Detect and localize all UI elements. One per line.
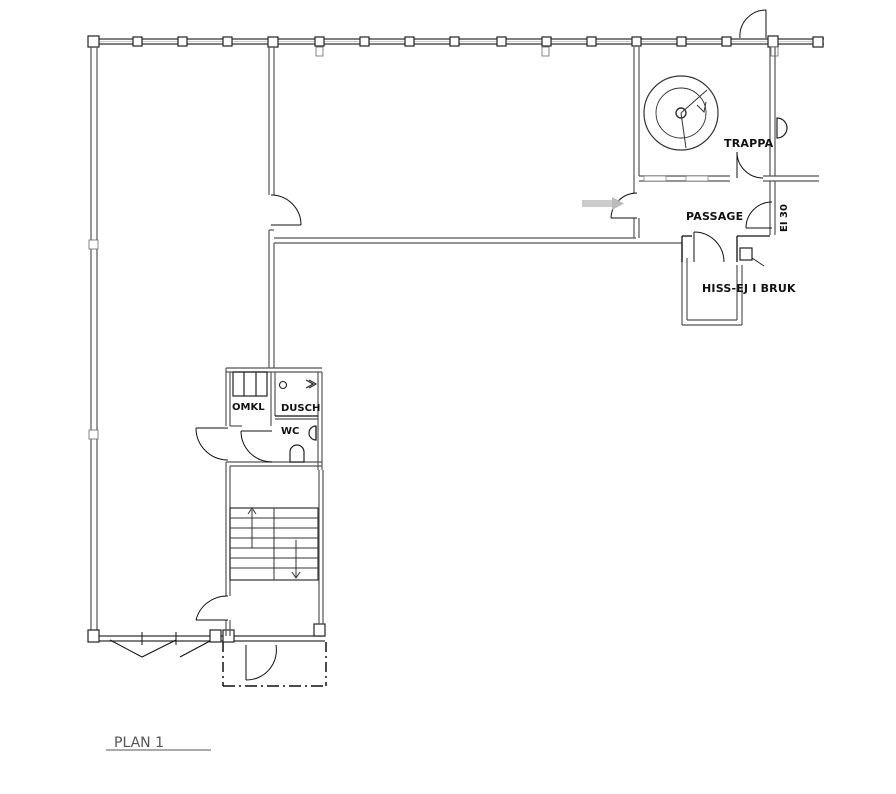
top-exterior-wall — [87, 35, 824, 57]
entrance-canopy — [222, 642, 327, 687]
fire-rating-label: EI 30 — [779, 204, 790, 232]
shower-icon — [278, 379, 318, 390]
elevator-label: HISS-EJ I BRUK — [702, 282, 796, 295]
toilet-label: WC — [281, 426, 299, 437]
doors — [195, 151, 773, 681]
locker-icon — [232, 371, 268, 397]
spiral-staircase — [643, 75, 719, 151]
elevator-panel-icon — [739, 247, 765, 267]
bottom-exterior-wall — [87, 623, 326, 658]
toilet-icon — [289, 425, 317, 463]
trappa-label: TRAPPA — [724, 137, 774, 150]
shower-label: DUSCH — [281, 403, 320, 414]
wall-fixture-icon — [776, 117, 788, 139]
changing-room-label: OMKL — [232, 402, 265, 413]
passage-label: PASSAGE — [686, 210, 743, 223]
direction-arrow — [582, 197, 624, 210]
left-exterior-wall — [88, 47, 99, 630]
plan-title: PLAN 1 — [114, 735, 164, 751]
top-entrance-door — [739, 9, 767, 39]
internal-walls — [225, 47, 819, 636]
staircase — [229, 507, 319, 581]
